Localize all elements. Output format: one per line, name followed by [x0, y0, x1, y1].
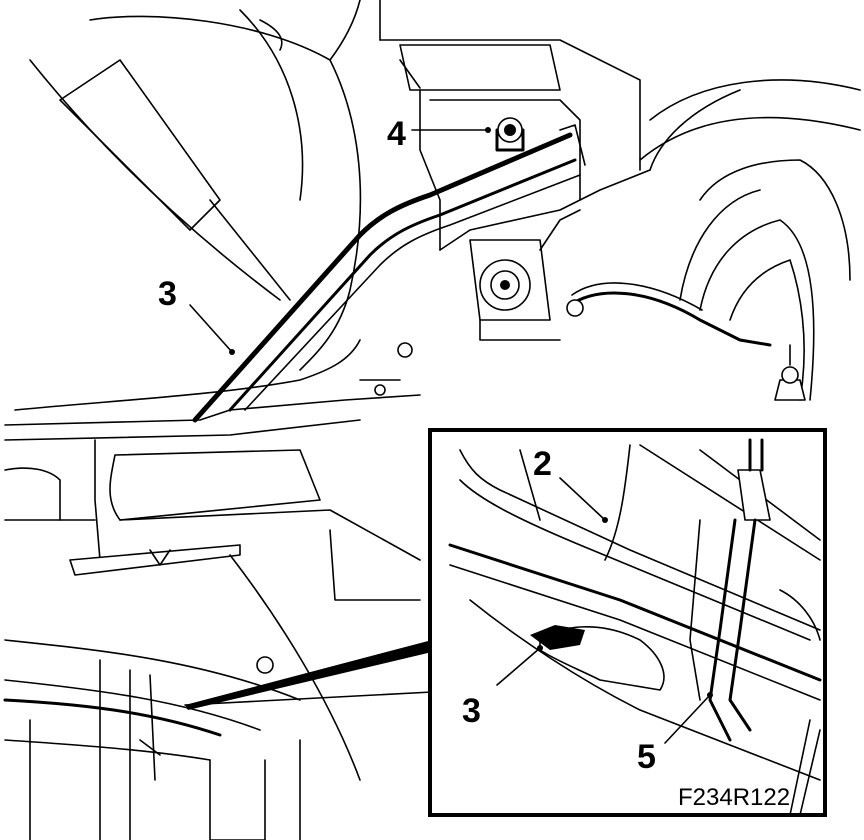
inset-pipes [689, 438, 821, 816]
callout-inset-2: 2 [533, 445, 552, 483]
detail-inset: 2 3 5 [428, 428, 827, 817]
callout-inset-5: 5 [637, 738, 656, 776]
leaders-main [189, 127, 491, 355]
body-panel [14, 0, 362, 411]
callout-main-4: 4 [387, 115, 406, 153]
brake-pipe-main [192, 124, 586, 423]
leaders-inset [496, 477, 713, 744]
main-view: 3 4 [3, 0, 861, 840]
bracket-housing [379, 0, 741, 251]
pipe-clip-4 [495, 117, 525, 152]
mount-bushing [469, 209, 581, 341]
inset-structure [448, 444, 822, 781]
figure-reference: F234R122 [678, 784, 790, 811]
inset-clip-3 [530, 625, 665, 691]
callout-main-3: 3 [158, 275, 177, 313]
subframe [4, 342, 421, 781]
wheel [639, 79, 861, 401]
lower-components [3, 639, 301, 840]
callout-inset-3: 3 [462, 692, 481, 730]
zoom-pointer [184, 640, 433, 710]
brake-hose [566, 282, 772, 347]
